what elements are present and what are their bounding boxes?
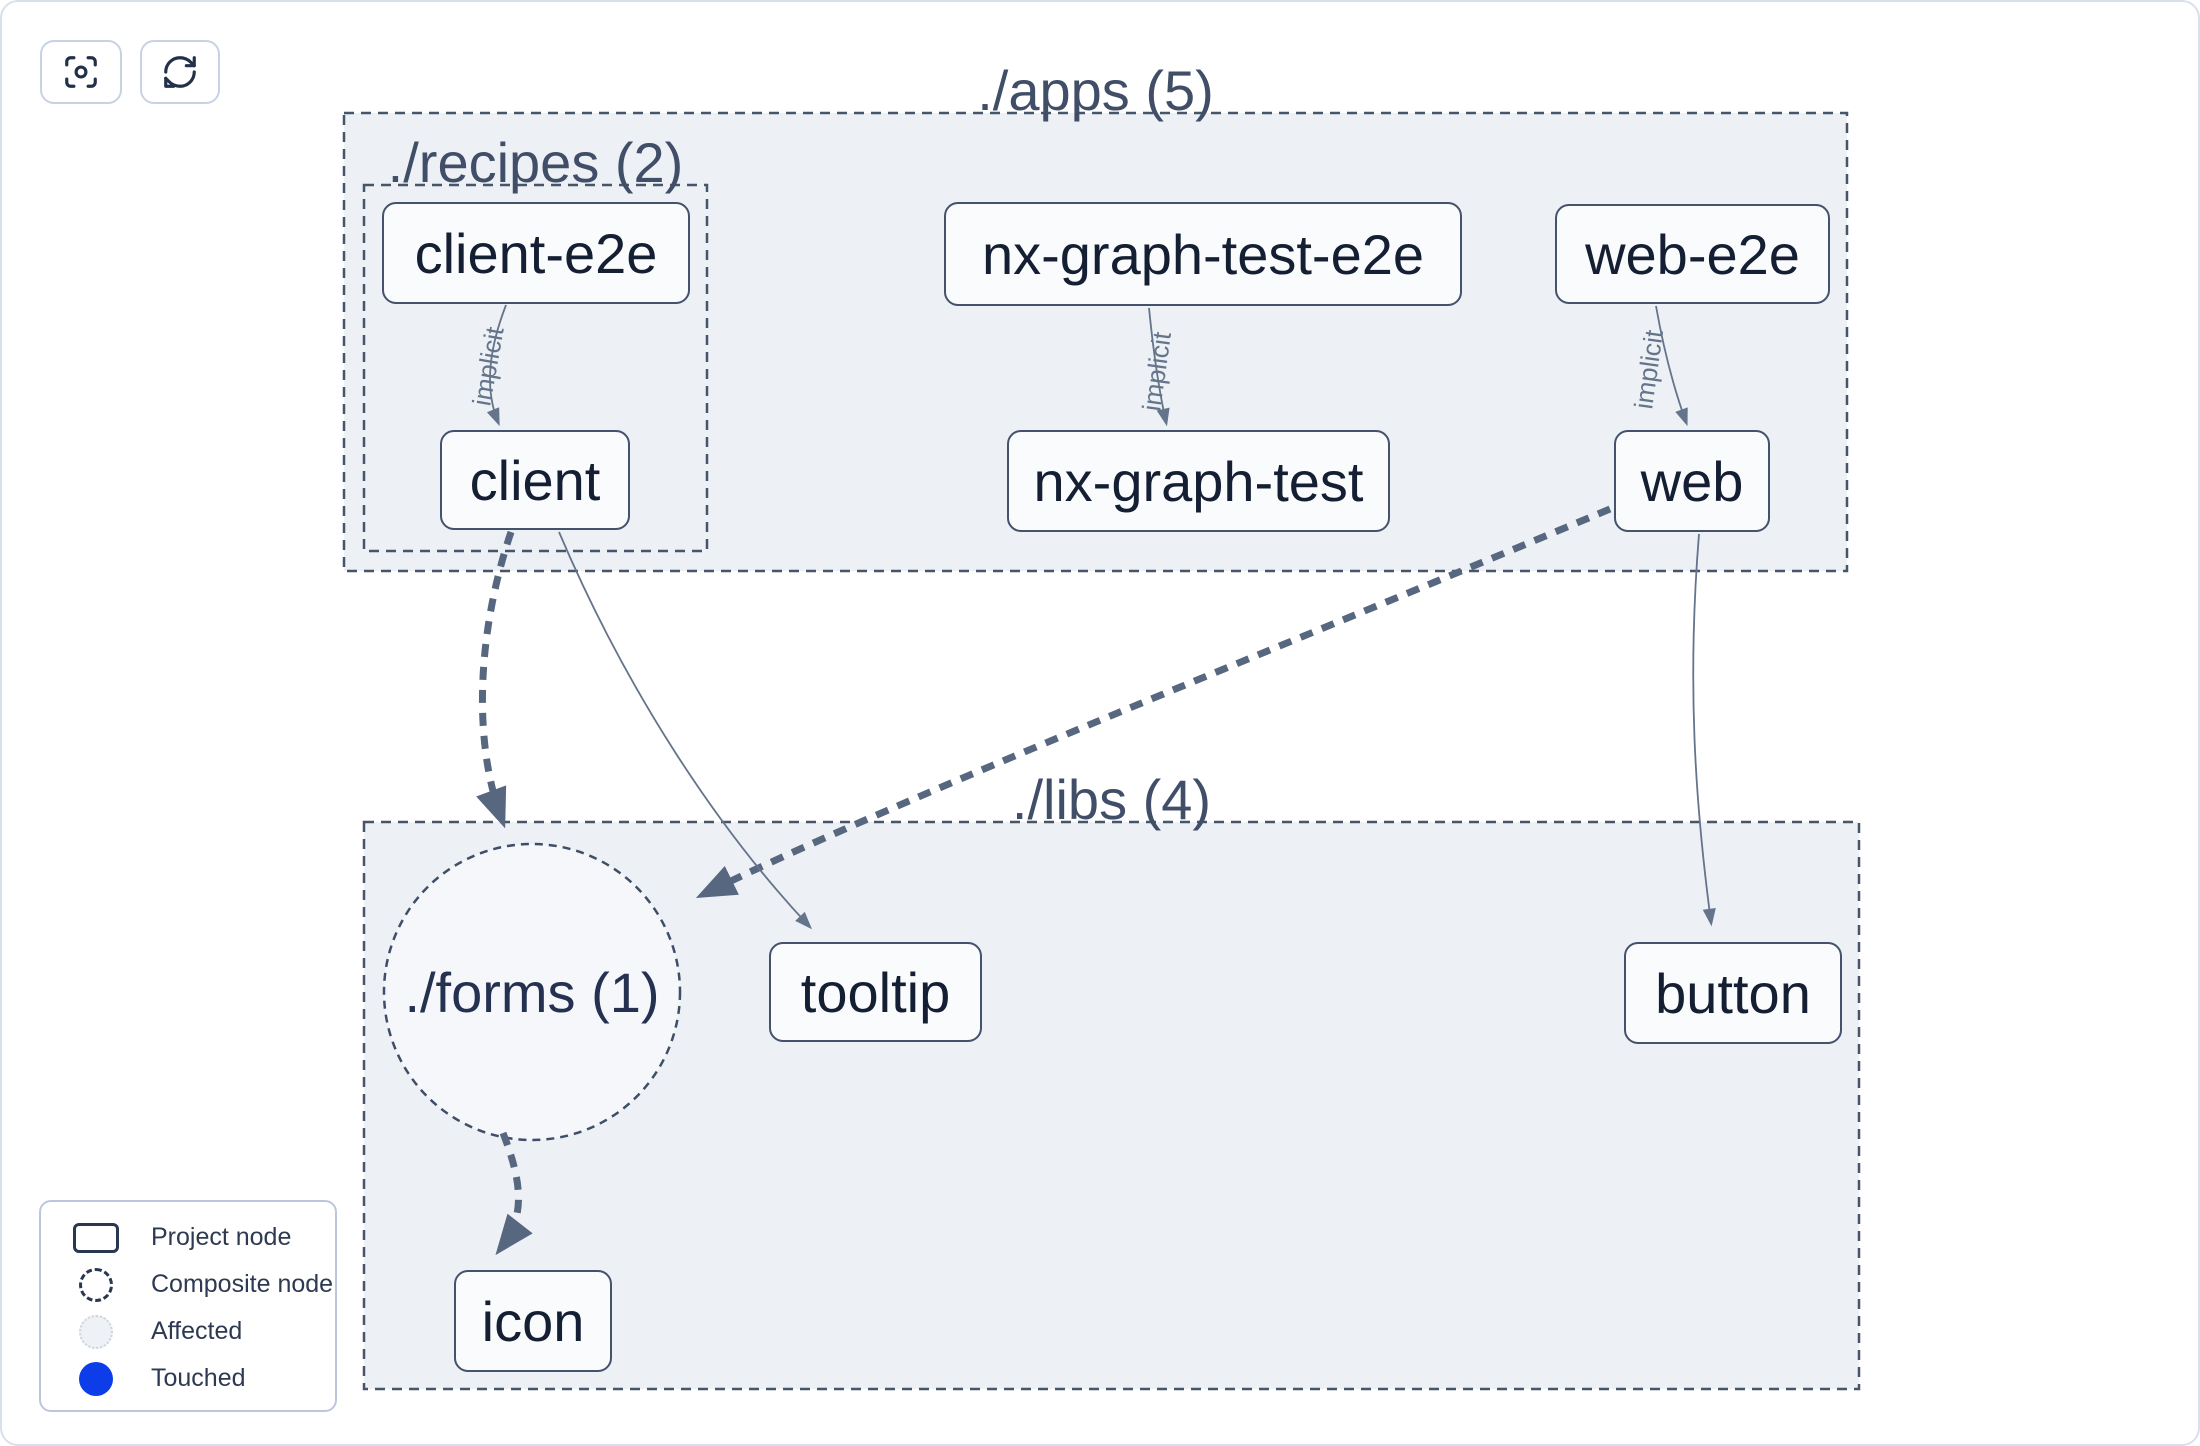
node-client[interactable]: client [440, 430, 630, 530]
focus-center-icon [65, 56, 97, 88]
node-web-e2e[interactable]: web-e2e [1555, 204, 1830, 304]
composite-node-icon [79, 1267, 113, 1302]
node-label: icon [481, 1289, 585, 1353]
node-label: web [1640, 449, 1744, 513]
legend-item-project-node: Project node [41, 1214, 335, 1261]
legend-item-composite-node: Composite node [41, 1261, 335, 1308]
legend-label: Affected [151, 1317, 243, 1345]
node-tooltip[interactable]: tooltip [769, 942, 982, 1042]
legend: Project node Composite node Affected Tou… [39, 1200, 337, 1412]
edge-nx-graph-test-e2e-to-nx-graph-test [1148, 307, 1170, 427]
legend-label: Touched [151, 1364, 246, 1392]
legend-label: Project node [151, 1223, 292, 1251]
node-label: button [1655, 961, 1811, 1025]
node-nx-graph-test-e2e[interactable]: nx-graph-test-e2e [944, 202, 1462, 306]
affected-icon [79, 1314, 113, 1349]
composite-node-forms[interactable] [382, 842, 682, 1142]
edge-web-to-button [1692, 533, 1716, 927]
node-label: client [469, 448, 601, 512]
node-label: nx-graph-test-e2e [981, 222, 1424, 286]
legend-item-affected: Affected [41, 1308, 335, 1355]
edge-client-e2e-to-client [486, 304, 507, 427]
touched-icon [79, 1361, 113, 1396]
node-label: client-e2e [414, 221, 658, 285]
node-icon[interactable]: icon [454, 1270, 612, 1372]
legend-label: Composite node [151, 1270, 334, 1298]
project-node-icon [73, 1222, 119, 1253]
node-nx-graph-test[interactable]: nx-graph-test [1007, 430, 1390, 532]
refresh-button[interactable] [140, 40, 220, 104]
focus-button[interactable] [40, 40, 122, 104]
legend-item-touched: Touched [41, 1355, 335, 1402]
refresh-icon [164, 56, 196, 88]
node-label: web-e2e [1585, 222, 1800, 286]
node-label: nx-graph-test [1033, 449, 1364, 513]
node-label: tooltip [800, 960, 951, 1024]
edge-client-to-tooltip [558, 531, 813, 930]
node-button[interactable]: button [1624, 942, 1842, 1044]
node-client-e2e[interactable]: client-e2e [382, 202, 690, 304]
edge-web-e2e-to-web [1655, 305, 1688, 427]
edge-web-to-forms [695, 505, 1612, 898]
node-web[interactable]: web [1614, 430, 1770, 532]
edge-client-to-forms [476, 530, 515, 829]
